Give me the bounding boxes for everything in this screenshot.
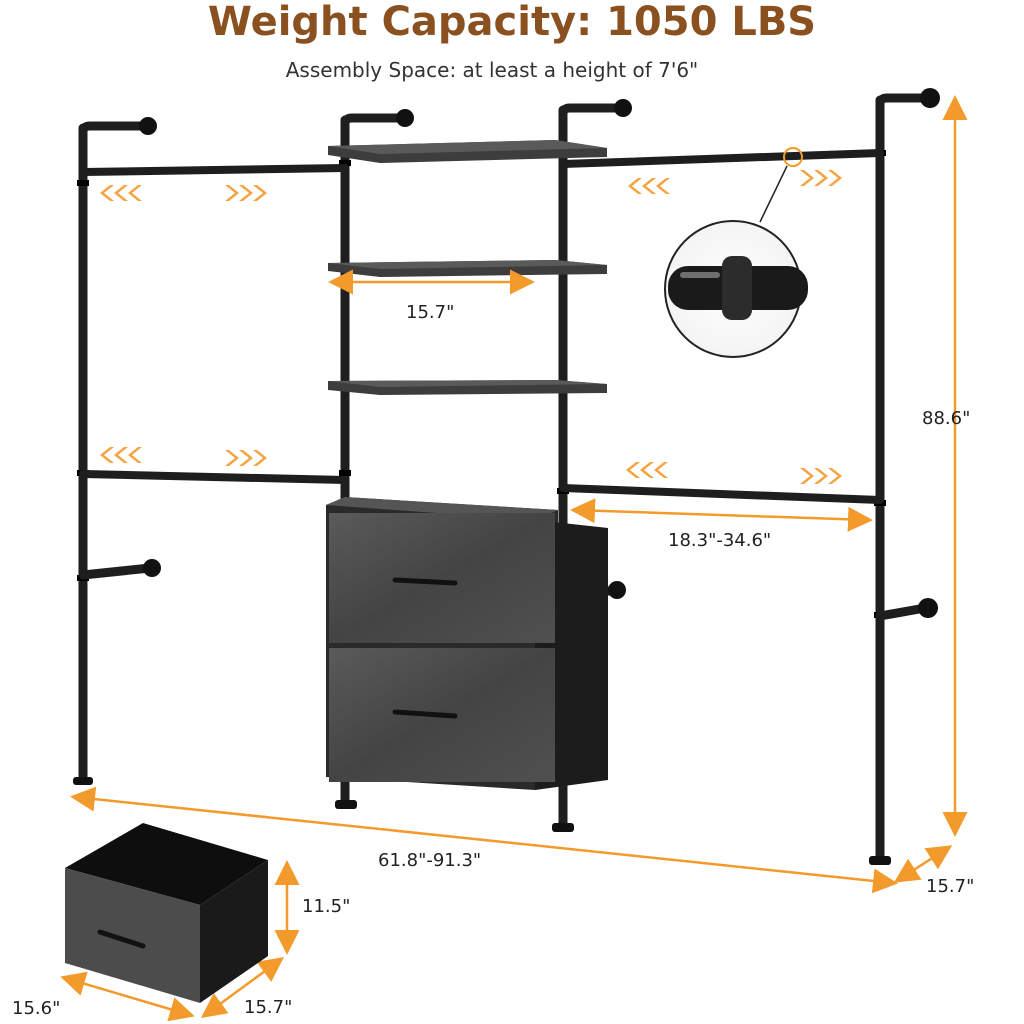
- hanging-rods: [79, 149, 884, 504]
- loose-drawer: [65, 823, 268, 1003]
- drawer-handle: [97, 929, 146, 949]
- rod-range-arrow: [570, 498, 873, 532]
- bottom-drawer-handle: [392, 709, 458, 719]
- rod-upper-left: [79, 164, 349, 176]
- drawer-width-label: 15.6": [12, 998, 61, 1019]
- dimension-lines: [60, 95, 968, 1022]
- depth-label: 15.7": [926, 876, 975, 897]
- rod-lower-left: [79, 470, 349, 484]
- adjust-arrows-icon: [100, 170, 842, 484]
- shelf-width-label: 15.7": [406, 302, 455, 323]
- total-width-arrow: [70, 786, 898, 894]
- page-title: Weight Capacity: 1050 LBS: [207, 0, 817, 45]
- top-drawer-front: [329, 513, 555, 643]
- wall-flanges: [139, 88, 940, 618]
- zoom-detail-icon: [664, 147, 808, 358]
- drawer-depth-label: 15.7": [244, 997, 293, 1018]
- total-width-label: 61.8"-91.3": [378, 850, 482, 871]
- drawer-cabinet: [326, 497, 608, 790]
- drawer-depth-arrow: [200, 957, 285, 1018]
- height-label: 88.6": [922, 408, 971, 429]
- drawer-width-arrow: [60, 971, 195, 1022]
- top-drawer-handle: [392, 577, 458, 586]
- rod-upper-right: [559, 149, 884, 168]
- drawer-height-label: 11.5": [302, 896, 351, 917]
- shelves: [328, 140, 607, 395]
- assembly-note: Assembly Space: at least a height of 7'6…: [285, 58, 699, 82]
- depth-arrow: [893, 845, 953, 883]
- rod-range-label: 18.3"-34.6": [668, 530, 772, 551]
- rod-lower-right: [559, 484, 884, 504]
